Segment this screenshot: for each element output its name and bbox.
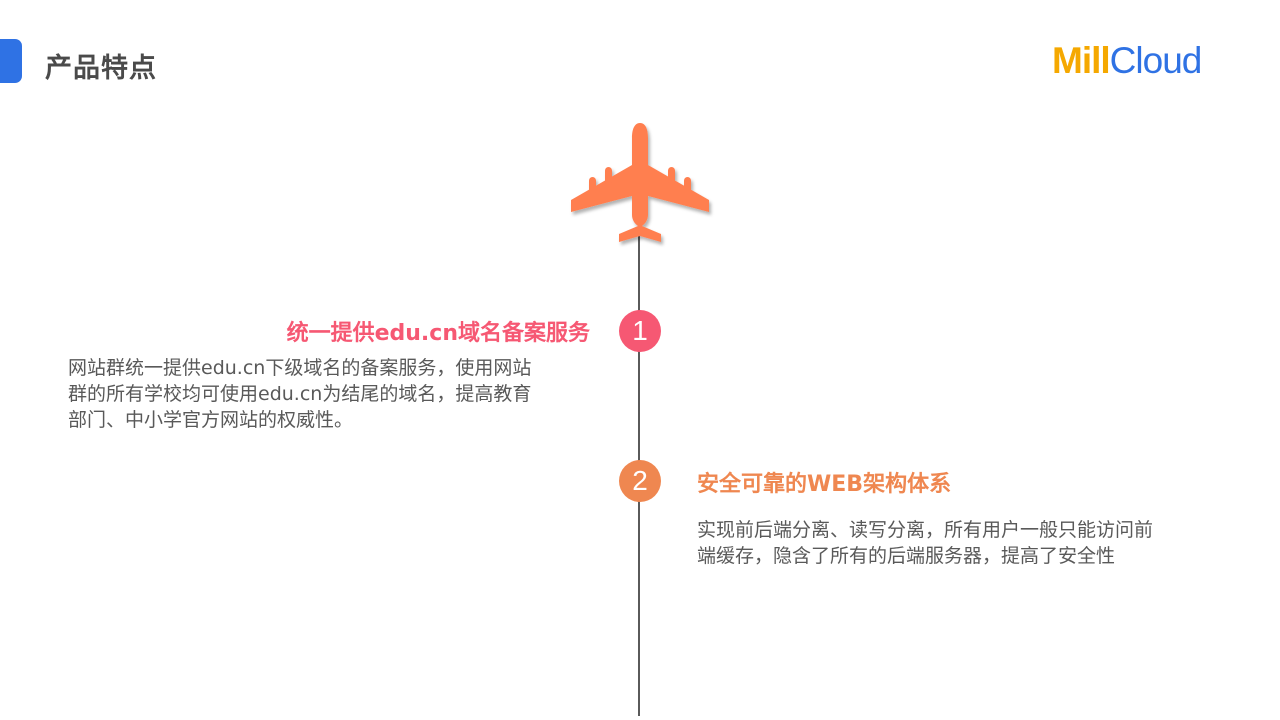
millcloud-logo: MillCloud (1052, 40, 1203, 82)
description-line: 群的所有学校均可使用edu.cn为结尾的域名，提高教育 (68, 383, 532, 405)
logo-cloud: Cloud (1109, 40, 1203, 81)
description-line: 端缓存，隐含了所有的后端服务器，提高了安全性 (697, 545, 1116, 567)
title-accent-bar (0, 39, 22, 83)
step-1-badge: 1 (619, 310, 661, 352)
feature-1-title: 统一提供edu.cn域名备案服务 (286, 321, 590, 346)
step-2-badge: 2 (619, 460, 661, 502)
feature-2-title: 安全可靠的WEB架构体系 (697, 472, 952, 497)
page-title: 产品特点 (45, 53, 157, 84)
description-line: 网站群统一提供edu.cn下级域名的备案服务，使用网站 (68, 357, 532, 379)
airplane-icon (571, 123, 709, 242)
description-line: 部门、中小学官方网站的权威性。 (68, 409, 354, 431)
description-line: 实现前后端分离、读写分离，所有用户一般只能访问前 (697, 519, 1154, 541)
feature-2-description: 实现前后端分离、读写分离，所有用户一般只能访问前 端缓存，隐含了所有的后端服务器… (697, 517, 1153, 569)
logo-mill: Mill (1052, 40, 1111, 81)
feature-1-description: 网站群统一提供edu.cn下级域名的备案服务，使用网站 群的所有学校均可使用ed… (68, 355, 531, 433)
